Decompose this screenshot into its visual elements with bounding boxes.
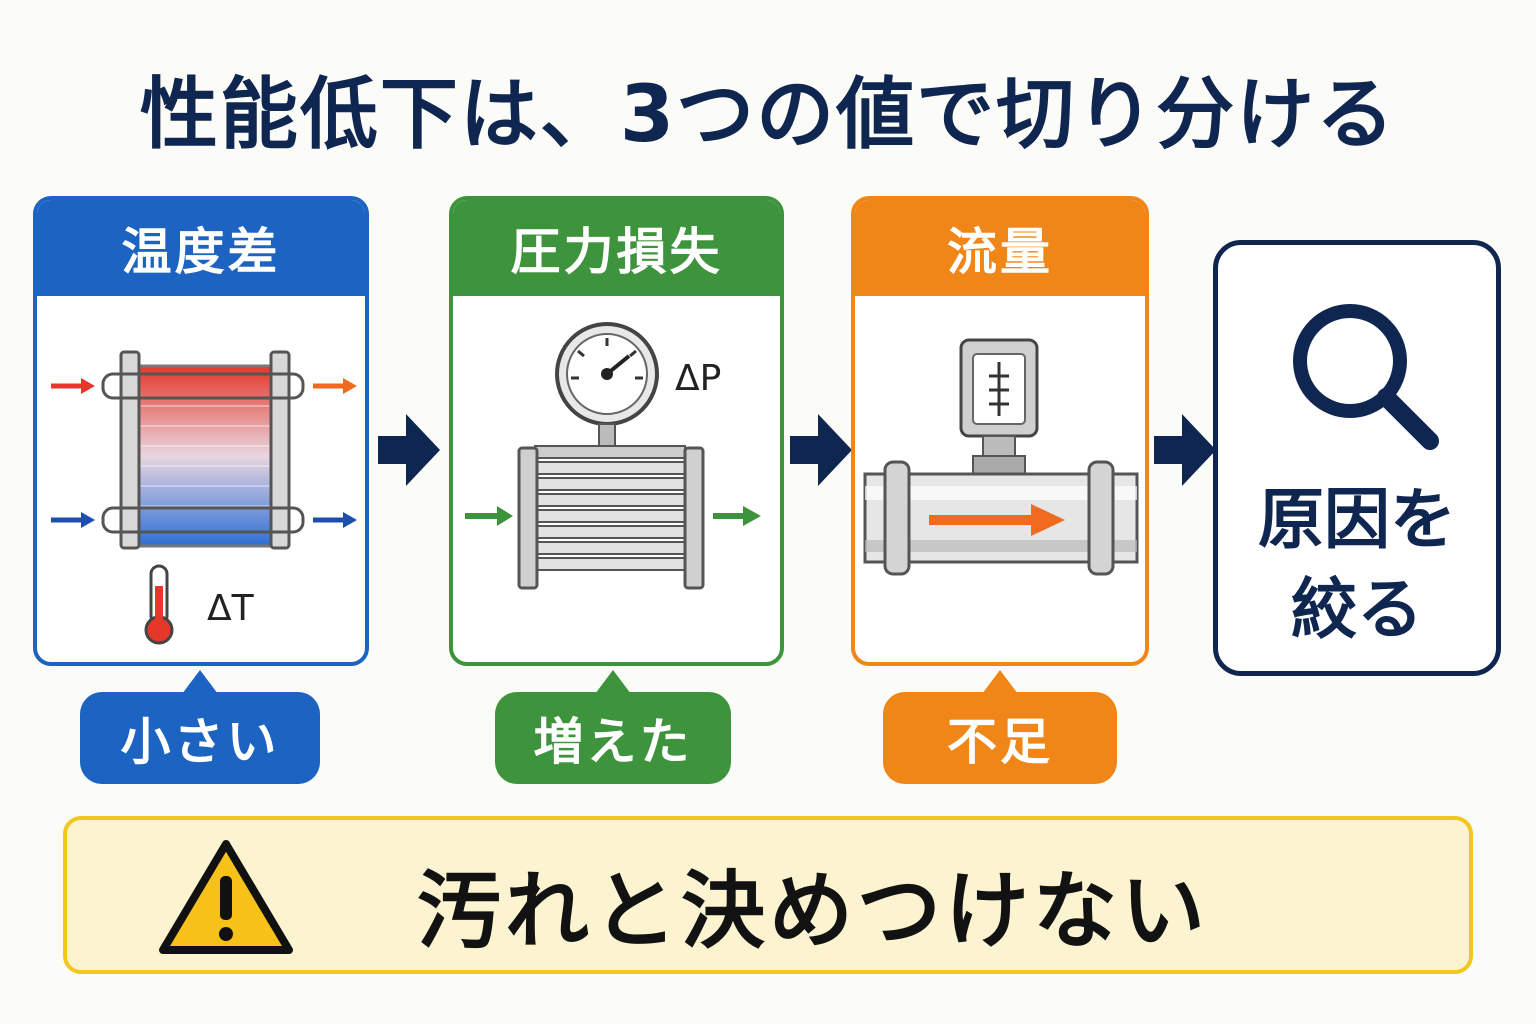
status-badge-small: 小さい — [80, 670, 320, 784]
flow-meter-icon — [959, 338, 1039, 475]
status-badge-increased: 増えた — [495, 670, 731, 784]
delta-t-symbol: ΔT — [207, 588, 254, 629]
cold-inlet-arrow-icon — [51, 512, 95, 528]
temperature-difference-header: 温度差 — [37, 200, 365, 296]
warning-icon — [159, 840, 293, 954]
narrow-down-cause-box: 原因を 絞る — [1213, 240, 1501, 676]
hot-inlet-arrow-icon — [51, 378, 95, 394]
temperature-difference-card: 温度差 — [33, 196, 369, 666]
flow-meter-pipe-icon — [863, 338, 1139, 576]
status-badge-insufficient: 不足 — [883, 670, 1117, 784]
flow-arrow-icon — [790, 414, 852, 486]
flow-rate-header: 流量 — [855, 200, 1145, 296]
warning-banner: 汚れと決めつけない — [63, 816, 1473, 974]
page-title: 性能低下は、3つの値で切り分ける — [139, 70, 1397, 160]
flow-arrow-icon — [378, 414, 440, 486]
outlet-arrow-icon — [713, 506, 761, 526]
cold-outlet-arrow-icon — [313, 512, 357, 528]
narrow-down-cause-text: 原因を 絞る — [1258, 481, 1456, 648]
tube-bundle-with-gauge-icon — [465, 322, 761, 590]
warning-text: 汚れと決めつけない — [417, 862, 1210, 960]
plate-heat-exchanger-icon — [51, 350, 357, 645]
flow-direction-arrow-icon — [929, 504, 1065, 536]
hot-outlet-arrow-icon — [313, 378, 357, 394]
thermometer-icon — [144, 564, 174, 645]
delta-p-symbol: ΔP — [675, 358, 722, 399]
flow-arrow-icon — [1154, 414, 1216, 486]
magnifier-icon — [1293, 304, 1439, 450]
inlet-arrow-icon — [465, 506, 513, 526]
pressure-gauge-icon — [555, 322, 659, 447]
pressure-loss-card: 圧力損失 — [449, 196, 784, 666]
pressure-loss-header: 圧力損失 — [453, 200, 780, 296]
flow-rate-card: 流量 — [851, 196, 1149, 666]
